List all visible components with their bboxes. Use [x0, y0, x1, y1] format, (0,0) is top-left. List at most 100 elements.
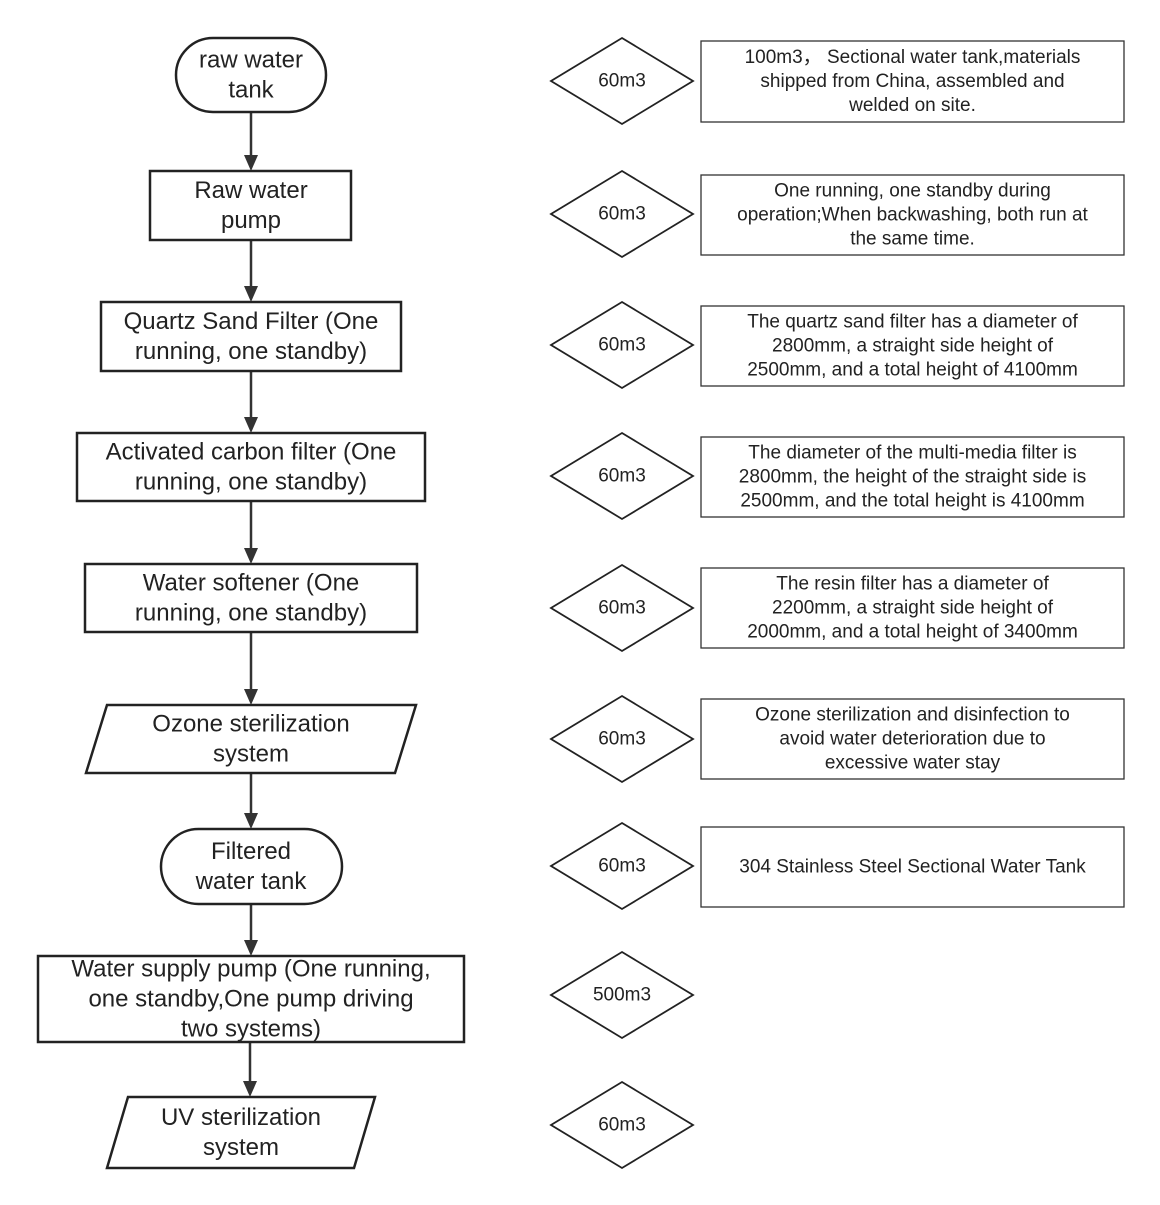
capacity-marker-8: 500m3: [549, 950, 695, 1040]
flow-step-8: Water supply pump (One running, one stand…: [36, 954, 466, 1044]
flow-arrow: [243, 1043, 257, 1097]
note-6: Ozone sterilization and disinfection to a…: [700, 698, 1125, 780]
note-label-line: shipped from China, assembled and: [760, 71, 1064, 92]
decision-diamond: [549, 169, 695, 259]
step-label-line: pump: [221, 207, 281, 234]
decision-diamond: [549, 950, 695, 1040]
flow-arrow: [244, 633, 258, 705]
arrow-head: [244, 548, 258, 564]
flow-arrow: [244, 774, 258, 829]
note-label-line: excessive water stay: [825, 753, 1001, 774]
process-shape: [99, 300, 403, 373]
flow-connectors: [243, 113, 258, 1097]
note-label-line: Ozone sterilization and disinfection to: [755, 705, 1070, 726]
capacity-label: 60m3: [598, 856, 646, 877]
process-shape: [83, 562, 419, 634]
note-box: [700, 40, 1125, 123]
step-label-line: two systems): [181, 1016, 321, 1043]
capacity-label: 60m3: [598, 729, 646, 750]
step-label-line: one standby,One pump driving: [88, 986, 413, 1013]
step-label-line: UV sterilization: [161, 1104, 321, 1131]
capacity-label: 500m3: [593, 985, 651, 1006]
note-label-line: The diameter of the multi-media filter i…: [748, 443, 1076, 464]
note-label-line: avoid water deterioration due to: [779, 729, 1045, 750]
step-label-line: running, one standby): [135, 469, 367, 496]
step-label-line: Quartz Sand Filter (One: [124, 308, 379, 335]
note-5: The resin filter has a diameter of2200mm…: [700, 567, 1125, 649]
step-label-line: running, one standby): [135, 338, 367, 365]
flow-arrow: [244, 905, 258, 956]
step-label-line: Activated carbon filter (One: [106, 439, 397, 466]
step-label-line: Water softener (One: [143, 570, 360, 597]
note-box: [700, 826, 1125, 908]
decision-diamond: [549, 821, 695, 911]
terminator-shape: [159, 827, 344, 906]
step-label-line: Water supply pump (One running,: [71, 956, 430, 983]
capacity-markers: 60m3 60m3 60m3 60m3 60m3 60m3 60m3 500m3 60m3: [549, 36, 695, 1170]
capacity-marker-6: 60m3: [549, 694, 695, 784]
note-box: [700, 567, 1125, 649]
arrow-head: [244, 813, 258, 829]
decision-diamond: [549, 563, 695, 653]
description-notes: 100m3， Sectional water tank,materials shi…: [700, 40, 1125, 908]
process-shape: [36, 954, 466, 1044]
capacity-label: 60m3: [598, 1115, 646, 1136]
flow-arrow: [244, 241, 258, 302]
step-label-line: raw water: [199, 47, 303, 74]
flow-arrow: [244, 502, 258, 564]
capacity-label: 60m3: [598, 335, 646, 356]
arrow-head: [243, 1081, 257, 1097]
note-2: One running, one standby during operation…: [700, 174, 1125, 256]
flow-step-9: UV sterilization system: [105, 1095, 377, 1170]
step-label-line: running, one standby): [135, 600, 367, 627]
decision-diamond: [549, 300, 695, 390]
note-label-line: 304 Stainless Steel Sectional Water Tank: [739, 857, 1086, 878]
data-io-shape: [105, 1095, 377, 1170]
note-box: [700, 436, 1125, 518]
note-label-line: welded on site.: [848, 95, 976, 116]
flow-step-2: Raw water pump: [148, 169, 353, 242]
flow-step-6: Ozone sterilization system: [84, 703, 418, 775]
capacity-label: 60m3: [598, 71, 646, 92]
flow-arrow: [244, 372, 258, 433]
capacity-label: 60m3: [598, 466, 646, 487]
step-label-line: Filtered: [211, 838, 291, 865]
flow-step-5: Water softener (One running, one standby): [83, 562, 419, 634]
arrow-head: [244, 940, 258, 956]
note-label-line: 100m3， Sectional water tank,materials: [745, 47, 1081, 68]
step-label-line: water tank: [195, 868, 308, 895]
capacity-marker-9: 60m3: [549, 1080, 695, 1170]
process-shape: [75, 431, 427, 503]
flow-arrow: [244, 113, 258, 171]
note-label-line: 2500mm, and a total height of 4100mm: [747, 360, 1078, 381]
decision-diamond: [549, 431, 695, 521]
note-7: 304 Stainless Steel Sectional Water Tank: [700, 826, 1125, 908]
capacity-label: 60m3: [598, 598, 646, 619]
note-label-line: 2200mm, a straight side height of: [772, 598, 1054, 619]
note-label-line: One running, one standby during: [774, 181, 1051, 202]
capacity-marker-2: 60m3: [549, 169, 695, 259]
capacity-label: 60m3: [598, 204, 646, 225]
note-label-line: 2500mm, and the total height is 4100mm: [740, 491, 1084, 512]
decision-diamond: [549, 1080, 695, 1170]
step-label-line: Raw water: [194, 177, 307, 204]
process-shape: [148, 169, 353, 242]
note-box: [700, 174, 1125, 256]
note-label-line: the same time.: [850, 229, 975, 250]
capacity-marker-5: 60m3: [549, 563, 695, 653]
note-box: [700, 305, 1125, 387]
flow-step-7: Filtered water tank: [159, 827, 344, 906]
capacity-marker-3: 60m3: [549, 300, 695, 390]
step-label-line: system: [213, 741, 289, 768]
note-1: 100m3， Sectional water tank,materials shi…: [700, 40, 1125, 123]
capacity-marker-7: 60m3: [549, 821, 695, 911]
step-label-line: system: [203, 1134, 279, 1161]
note-label-line: The quartz sand filter has a diameter of: [747, 312, 1078, 333]
note-label-line: 2800mm, the height of the straight side …: [739, 467, 1086, 488]
data-io-shape: [84, 703, 418, 775]
note-label-line: operation;When backwashing, both run at: [737, 205, 1088, 226]
step-label-line: Ozone sterilization: [152, 711, 349, 738]
note-box: [700, 698, 1125, 780]
